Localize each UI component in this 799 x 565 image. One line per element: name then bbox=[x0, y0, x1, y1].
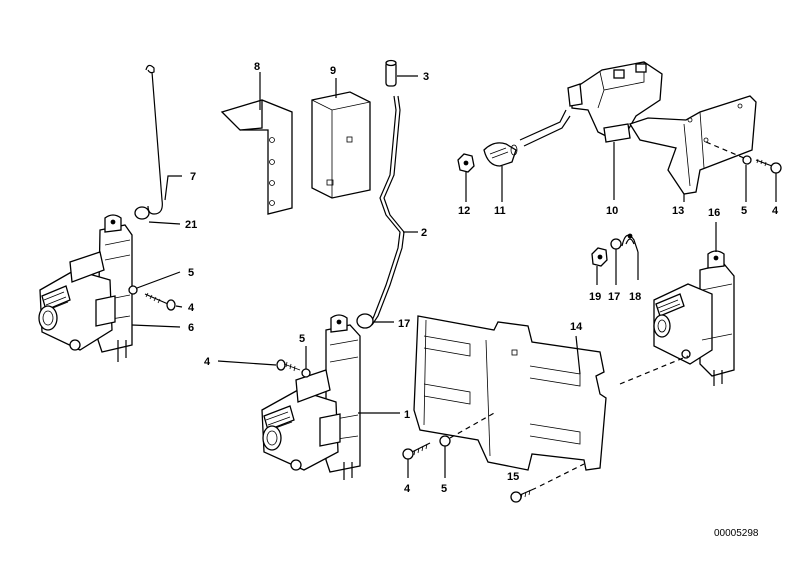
callout-9: 9 bbox=[330, 65, 336, 77]
callout-5-bottom: 5 bbox=[441, 483, 447, 495]
part-3-pin bbox=[385, 59, 397, 87]
callout-5-left: 5 bbox=[188, 267, 194, 279]
callout-15: 15 bbox=[507, 471, 519, 483]
part-18-clip bbox=[621, 233, 639, 280]
callout-1: 1 bbox=[404, 409, 410, 421]
part-12-nut bbox=[457, 153, 475, 173]
callout-3: 3 bbox=[423, 71, 429, 83]
callout-11: 11 bbox=[494, 205, 506, 217]
callout-14: 14 bbox=[570, 321, 583, 333]
callout-5-right: 5 bbox=[741, 205, 747, 217]
callout-13: 13 bbox=[672, 205, 684, 217]
part-5-washer-bottom bbox=[439, 435, 451, 447]
part-17-cap-right bbox=[610, 238, 622, 250]
callout-17-right: 17 bbox=[608, 291, 620, 303]
part-4-screw-center bbox=[217, 359, 301, 372]
callout-4-bottom: 4 bbox=[404, 483, 411, 495]
callout-12: 12 bbox=[458, 205, 470, 217]
part-1-actuator bbox=[261, 314, 361, 480]
part-7-rod bbox=[145, 64, 182, 215]
callout-2: 2 bbox=[421, 227, 427, 239]
callout-6: 6 bbox=[188, 322, 194, 334]
callout-10: 10 bbox=[606, 205, 618, 217]
diagram-id: 00005298 bbox=[714, 528, 759, 539]
callout-21: 21 bbox=[185, 219, 197, 231]
part-2-rod bbox=[369, 95, 405, 326]
callout-17-center: 17 bbox=[398, 318, 410, 330]
part-19-nut bbox=[591, 247, 608, 267]
part-5-washer-left bbox=[128, 285, 138, 295]
callout-18: 18 bbox=[629, 291, 641, 303]
part-16-actuator bbox=[653, 250, 735, 386]
callout-4-right: 4 bbox=[772, 205, 779, 217]
part-5-washer-center bbox=[301, 368, 311, 378]
part-17-cap-center bbox=[356, 313, 394, 329]
callout-5-center: 5 bbox=[299, 333, 305, 345]
part-21-cap bbox=[134, 206, 181, 225]
part-14-plate bbox=[413, 315, 607, 471]
part-8-bracket bbox=[220, 99, 293, 215]
callout-16: 16 bbox=[708, 207, 720, 219]
callout-8: 8 bbox=[254, 61, 260, 73]
part-10-switch bbox=[519, 61, 663, 147]
part-6-actuator bbox=[38, 214, 133, 362]
callout-7: 7 bbox=[190, 171, 196, 183]
part-4-screw-left bbox=[144, 292, 176, 311]
part-4-screw-bottom bbox=[402, 442, 431, 460]
part-15-screw bbox=[510, 487, 537, 503]
part-9-box bbox=[311, 91, 371, 199]
callout-19: 19 bbox=[589, 291, 601, 303]
callout-4-center: 4 bbox=[204, 356, 211, 368]
part-4-screw-right bbox=[755, 158, 782, 174]
part-13-bracket bbox=[629, 95, 757, 195]
callout-4-left: 4 bbox=[188, 302, 195, 314]
part-5-washer-right bbox=[742, 155, 752, 165]
part-11-connector bbox=[483, 142, 518, 167]
